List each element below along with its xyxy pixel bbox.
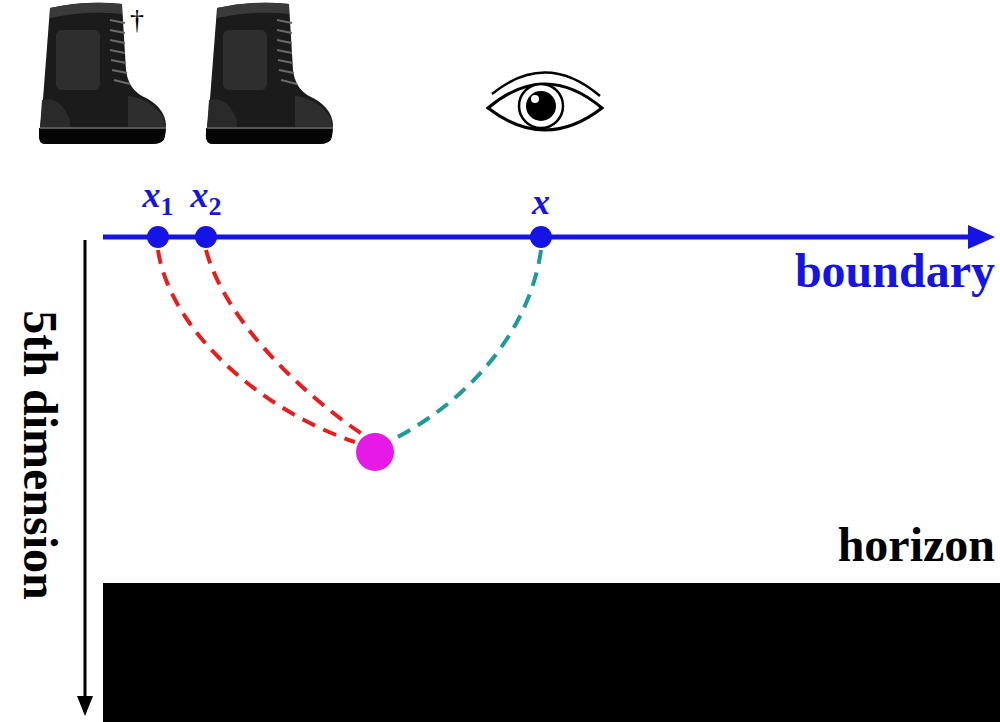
boundary-axis — [103, 225, 995, 249]
eye-icon — [488, 72, 602, 130]
boot-icon — [39, 3, 166, 144]
horizon-band: horizon — [103, 583, 1000, 722]
dimension-arrow — [77, 240, 93, 716]
boundary-dot — [195, 226, 217, 248]
boundary-point: x2 — [191, 177, 222, 248]
point-label: x — [532, 184, 550, 220]
point-label: x2 — [191, 177, 222, 220]
dagger-mark: † — [130, 6, 144, 34]
boundary-point: x1 — [143, 177, 174, 248]
boot-icon — [206, 3, 333, 144]
horizon-label: horizon — [838, 521, 995, 569]
propagator-curves — [158, 250, 541, 442]
boundary-point: x — [530, 184, 552, 248]
point-label: x1 — [143, 177, 174, 220]
boundary-dot — [530, 226, 552, 248]
axis-label: boundary — [795, 247, 995, 295]
axis-label: 5th dimension — [16, 310, 64, 599]
bulk-vertex — [356, 433, 394, 471]
boundary-dot — [147, 226, 169, 248]
